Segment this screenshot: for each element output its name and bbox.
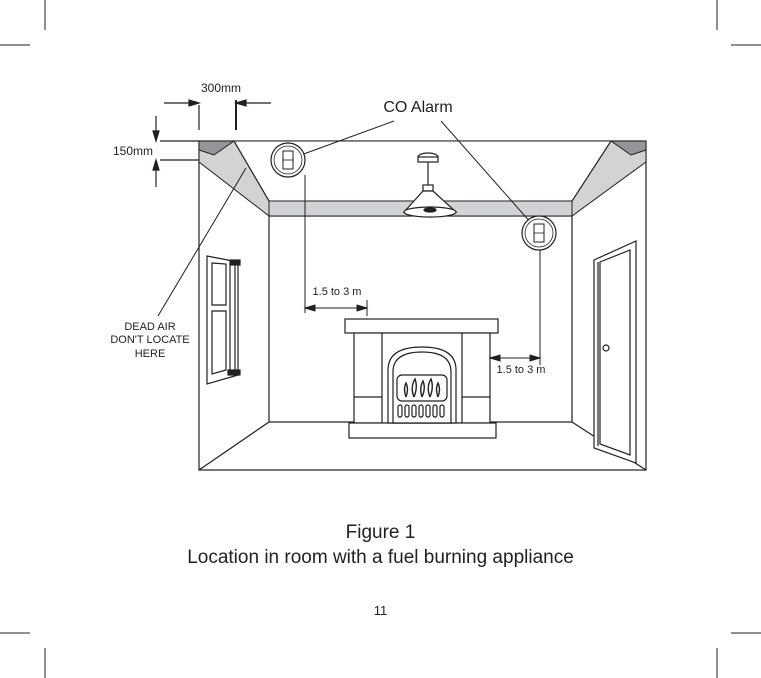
distance-left-label: 1.5 to 3 m — [313, 286, 362, 298]
dimension-300mm — [164, 99, 271, 130]
door-icon — [593, 240, 637, 464]
dead-air-label-line2: DON'T LOCATE — [110, 334, 189, 346]
figure-number: Figure 1 — [345, 522, 416, 543]
co-alarm-ceiling — [270, 142, 306, 178]
distance-marker-left — [303, 175, 369, 316]
dim-150mm-label: 150mm — [113, 144, 153, 158]
co-alarm-label: CO Alarm — [383, 99, 452, 116]
distance-marker-right — [488, 250, 542, 365]
dead-air-label-line1: DEAD AIR — [124, 321, 175, 333]
page-number: 11 — [373, 603, 388, 618]
fireplace-icon — [344, 318, 499, 439]
window-icon — [206, 255, 241, 385]
dead-air-leader — [157, 167, 247, 317]
dim-300mm-label: 300mm — [201, 81, 241, 95]
figure-title: Location in room with a fuel burning app… — [187, 547, 574, 568]
dead-air-label-line3: HERE — [135, 348, 166, 360]
pendant-lamp-icon — [402, 152, 458, 218]
co-alarm-wall — [521, 215, 557, 251]
ceiling-cornice — [198, 140, 647, 218]
dimension-150mm — [152, 116, 199, 187]
co-alarm-leaders — [289, 120, 533, 225]
distance-right-label: 1.5 to 3 m — [497, 364, 546, 376]
